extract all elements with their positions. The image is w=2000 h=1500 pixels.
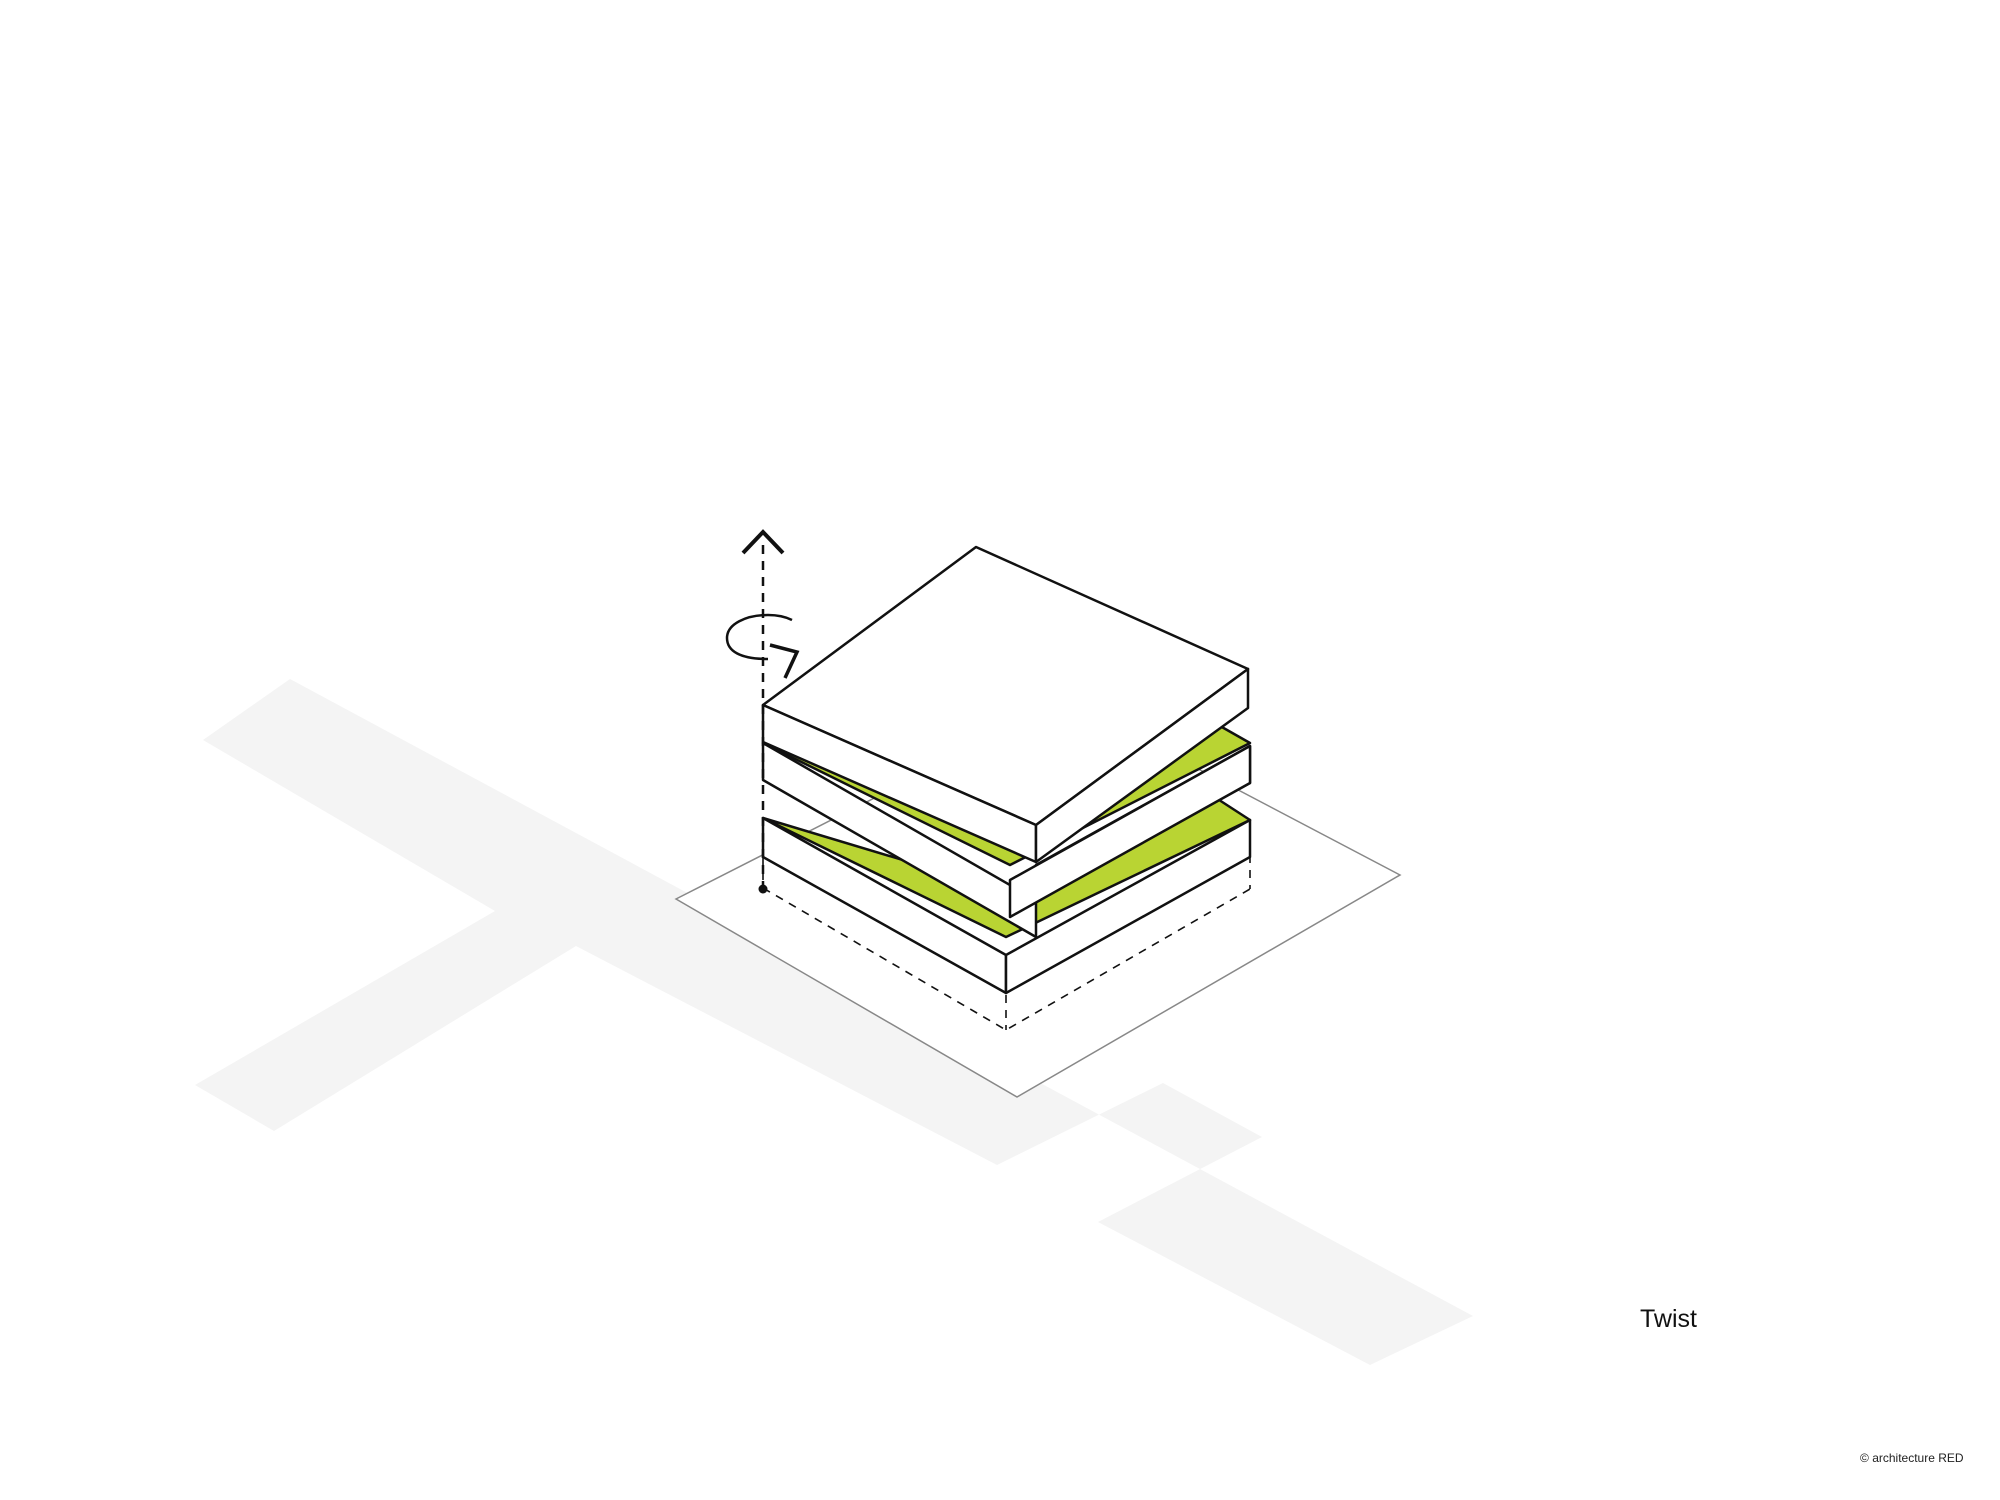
- copyright-credit: © architecture RED: [1860, 1451, 1964, 1465]
- road: [195, 679, 1473, 1365]
- slab-level-1-side: [1004, 818, 1252, 995]
- rotation-arrow-icon: [725, 613, 800, 679]
- slab-level-3-side: [1034, 667, 1250, 864]
- axis-base-point: [758, 884, 768, 894]
- credit-text: architecture RED: [1872, 1451, 1964, 1465]
- copyright-symbol: ©: [1860, 1451, 1869, 1465]
- up-arrow-icon: [741, 529, 785, 555]
- rotation-axis: [758, 545, 768, 894]
- slab-level-2-side-front: [1008, 744, 1252, 919]
- diagram-caption: Twist: [1640, 1305, 1697, 1333]
